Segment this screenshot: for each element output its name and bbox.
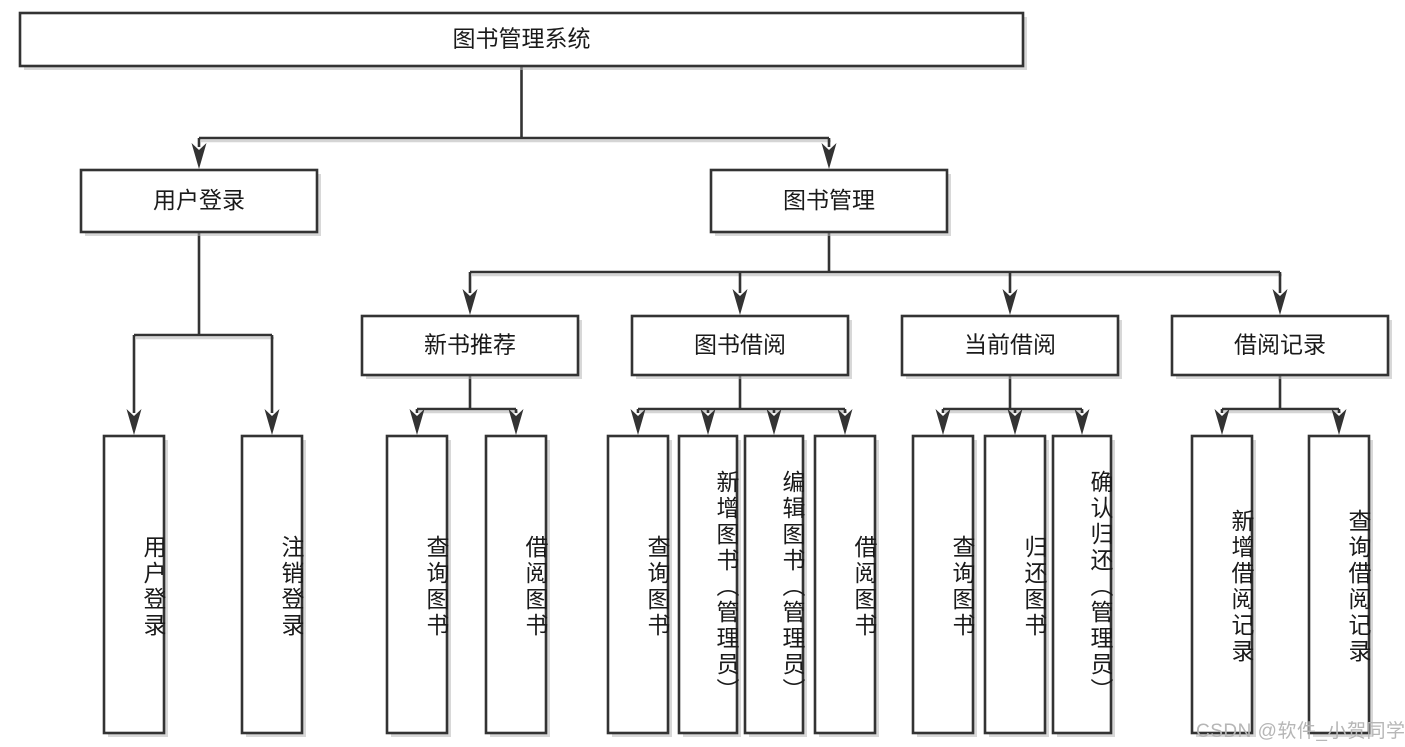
arrow-head-icon: [700, 409, 716, 435]
arrow-head-icon: [935, 409, 951, 435]
arrow-head-icon: [264, 409, 280, 435]
node-borrow-record[interactable]: 借阅记录: [1170, 314, 1392, 379]
node-box[interactable]: [385, 434, 449, 735]
node-box[interactable]: [900, 314, 1120, 377]
node-box[interactable]: [813, 434, 877, 735]
node-leaf-return-book[interactable]: [983, 434, 1049, 737]
node-label: 借阅记录: [1234, 332, 1326, 358]
node-box[interactable]: [743, 434, 805, 735]
node-leaf-borrow-book-1[interactable]: [484, 434, 550, 737]
arrow-head-icon: [1214, 409, 1230, 435]
node-book-borrow[interactable]: 图书借阅: [630, 314, 852, 379]
node-user-login[interactable]: 用户登录: [79, 168, 321, 236]
arrow-head-icon: [1272, 289, 1288, 315]
arrow-head-icon: [1074, 409, 1090, 435]
node-new-book-recommend[interactable]: 新书推荐: [360, 314, 582, 379]
node-leaf-logout[interactable]: [240, 434, 306, 737]
node-leaf-query-book-3[interactable]: [911, 434, 977, 737]
arrow-head-icon: [821, 143, 837, 169]
node-leaf-add-record[interactable]: [1190, 434, 1256, 737]
arrow-head-icon: [409, 409, 425, 435]
node-box[interactable]: [360, 314, 580, 377]
node-box[interactable]: [79, 168, 319, 234]
watermark: CSDN @软件_小贺同学: [1196, 721, 1405, 742]
node-box[interactable]: [1190, 434, 1254, 735]
connector-layer: [126, 66, 1347, 435]
arrow-head-icon: [766, 409, 782, 435]
arrow-head-icon: [1331, 409, 1347, 435]
arrow-head-icon: [1002, 289, 1018, 315]
node-box[interactable]: [484, 434, 548, 735]
node-box[interactable]: [606, 434, 670, 735]
node-box[interactable]: [630, 314, 850, 377]
node-box[interactable]: [911, 434, 975, 735]
node-box[interactable]: [1307, 434, 1371, 735]
node-leaf-query-book-1[interactable]: [385, 434, 451, 737]
node-label: 新书推荐: [424, 332, 516, 358]
node-leaf-query-book-2[interactable]: [606, 434, 672, 737]
node-book-management[interactable]: 图书管理: [709, 168, 951, 236]
node-leaf-add-book[interactable]: [677, 434, 741, 737]
node-box[interactable]: [677, 434, 739, 735]
node-root[interactable]: 图书管理系统: [18, 11, 1027, 70]
node-box[interactable]: [1170, 314, 1390, 377]
arrow-head-icon: [732, 289, 748, 315]
arrow-head-icon: [126, 409, 142, 435]
arrow-head-icon: [630, 409, 646, 435]
node-leaf-borrow-book-2[interactable]: [813, 434, 879, 737]
node-leaf-edit-book[interactable]: [743, 434, 807, 737]
node-label: 图书管理系统: [453, 26, 591, 52]
node-label: 当前借阅: [964, 332, 1056, 358]
node-box[interactable]: [240, 434, 304, 735]
node-leaf-query-record[interactable]: [1307, 434, 1373, 737]
node-label: 图书借阅: [694, 332, 786, 358]
node-label: 图书管理: [783, 187, 875, 213]
node-current-borrow[interactable]: 当前借阅: [900, 314, 1122, 379]
node-box[interactable]: [1051, 434, 1113, 735]
arrow-head-icon: [1007, 409, 1023, 435]
arrow-head-icon: [191, 143, 207, 169]
node-box[interactable]: [983, 434, 1047, 735]
node-box[interactable]: [18, 11, 1025, 68]
node-box[interactable]: [709, 168, 949, 234]
node-leaf-confirm-return[interactable]: [1051, 434, 1115, 737]
arrow-head-icon: [508, 409, 524, 435]
arrow-head-icon: [462, 289, 478, 315]
node-label: 用户登录: [153, 187, 245, 213]
node-leaf-user-login[interactable]: [102, 434, 168, 737]
arrow-head-icon: [837, 409, 853, 435]
node-box[interactable]: [102, 434, 166, 735]
